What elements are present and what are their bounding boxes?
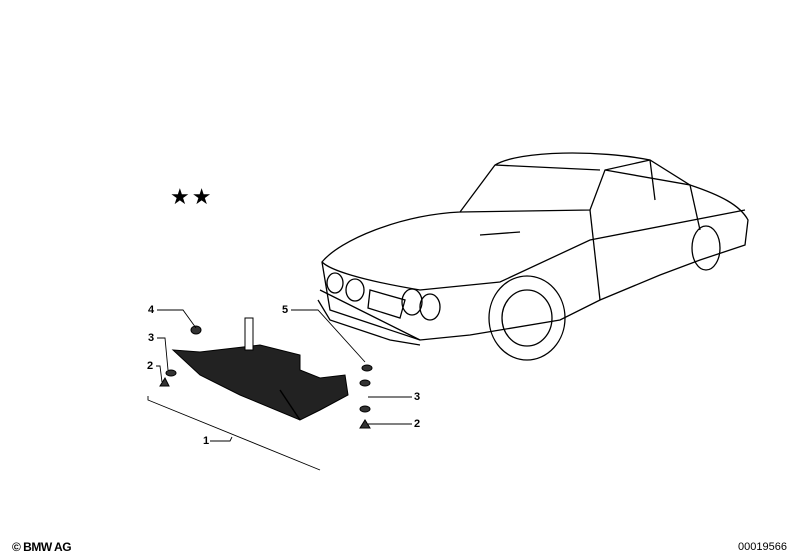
callout-3-left: 3 xyxy=(148,332,155,344)
callout-2-right: 2 xyxy=(414,418,421,430)
leader-lines xyxy=(147,309,412,471)
callout-2-left: 2 xyxy=(147,360,154,372)
fasteners xyxy=(159,325,373,429)
stars-marker: ★★ xyxy=(170,184,214,209)
callout-4-left: 4 xyxy=(148,304,155,316)
callout-5: 5 xyxy=(282,304,289,316)
callout-3-right: 3 xyxy=(414,391,421,403)
diagram-number: 00019566 xyxy=(738,541,787,553)
copyright: © BMW AG xyxy=(12,540,72,554)
car-illustration xyxy=(317,152,749,361)
underbody-protection-plate xyxy=(171,317,349,421)
callout-1: 1 xyxy=(203,435,210,447)
